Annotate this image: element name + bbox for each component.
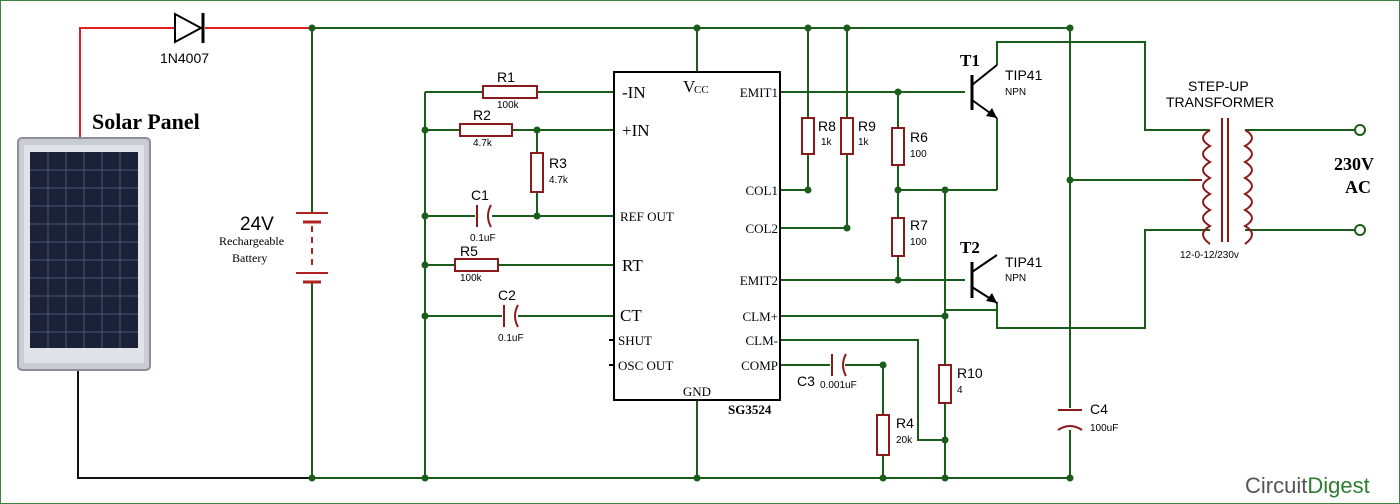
r7-name: R7 — [910, 217, 928, 233]
r9-name: R9 — [858, 118, 876, 134]
c2-name: C2 — [498, 287, 516, 303]
t2-model: TIP41 — [1005, 254, 1043, 270]
transformer-title-line1: STEP-UP — [1188, 78, 1249, 94]
diode-symbol — [174, 12, 205, 44]
resistor-r10 — [938, 364, 952, 404]
pin-comp: COMP — [741, 358, 778, 373]
t1-type: NPN — [1005, 87, 1026, 98]
r10-name: R10 — [957, 365, 983, 381]
c3-value: 0.001uF — [820, 380, 857, 391]
transformer-title-line2: TRANSFORMER — [1166, 94, 1274, 110]
pin-gnd: GND — [683, 384, 711, 399]
output-type: AC — [1345, 177, 1371, 197]
c2-value: 0.1uF — [498, 333, 524, 344]
sg3524-ic-body — [613, 71, 781, 401]
battery-voltage: 24V — [240, 214, 274, 235]
transformer-symbol — [1190, 118, 1253, 245]
solar-panel-icon — [17, 137, 151, 371]
svg-text:CC: CC — [694, 84, 709, 96]
r8-name: R8 — [818, 118, 836, 134]
r1-name: R1 — [497, 69, 515, 85]
r2-name: R2 — [473, 107, 491, 123]
resistor-r3 — [530, 152, 544, 193]
r5-value: 100k — [460, 273, 483, 284]
c4-value: 100uF — [1090, 423, 1118, 434]
t1-model: TIP41 — [1005, 67, 1043, 83]
pin-minus-in: -IN — [622, 83, 646, 102]
r7-value: 100 — [910, 237, 927, 248]
r3-value: 4.7k — [549, 175, 569, 186]
battery-label-line1: Rechargeable — [219, 234, 284, 248]
r10-value: 4 — [957, 385, 963, 396]
capacitor-c4 — [1057, 409, 1083, 431]
r5-name: R5 — [460, 243, 478, 259]
ic-name: SG3524 — [728, 402, 772, 417]
resistor-r4 — [876, 414, 890, 456]
junction-dots — [308, 24, 1074, 482]
battery-symbol — [296, 212, 328, 284]
pin-shut: SHUT — [618, 333, 652, 348]
pin-emit1: EMIT1 — [740, 85, 778, 100]
transistor-t2 — [970, 254, 998, 304]
t2-name: T2 — [960, 238, 980, 257]
c4-name: C4 — [1090, 401, 1108, 417]
solar-panel-label: Solar Panel — [92, 109, 200, 134]
c1-name: C1 — [471, 187, 489, 203]
pin-clm-plus: CLM+ — [742, 309, 778, 324]
r2-value: 4.7k — [473, 138, 493, 149]
r8-value: 1k — [821, 137, 833, 148]
svg-text:CircuitDigest: CircuitDigest — [1245, 473, 1370, 498]
capacitor-c1 — [476, 204, 492, 228]
pin-osc-out: OSC OUT — [618, 358, 673, 373]
t2-type: NPN — [1005, 273, 1026, 284]
pin-clm-minus: CLM- — [746, 333, 779, 348]
resistor-r9 — [840, 117, 854, 155]
capacitor-c3 — [831, 353, 847, 377]
c3-name: C3 — [797, 373, 815, 389]
resistor-r2 — [459, 123, 513, 137]
c1-value: 0.1uF — [470, 233, 496, 244]
transformer-rating: 12-0-12/230v — [1180, 250, 1239, 261]
pin-ref-out: REF OUT — [620, 209, 674, 224]
pin-col1: COL1 — [746, 183, 779, 198]
r4-name: R4 — [896, 415, 914, 431]
battery-label-line2: Battery — [232, 251, 267, 265]
r6-value: 100 — [910, 149, 927, 160]
r6-name: R6 — [910, 129, 928, 145]
resistor-r1 — [482, 85, 538, 99]
pin-emit2: EMIT2 — [740, 273, 778, 288]
output-terminal-bottom — [1354, 224, 1366, 236]
vcc-label: V CC — [683, 77, 709, 96]
t1-name: T1 — [960, 51, 980, 70]
diode-label: 1N4007 — [160, 50, 209, 66]
pin-ct: CT — [620, 306, 642, 325]
brand-logo: CircuitDigest — [1245, 473, 1370, 498]
pin-rt: RT — [622, 256, 643, 275]
svg-text:V: V — [683, 77, 696, 96]
pin-col2: COL2 — [746, 221, 779, 236]
transistor-t1 — [970, 64, 998, 119]
r9-value: 1k — [858, 137, 870, 148]
r4-value: 20k — [896, 435, 913, 446]
pin-plus-in: +IN — [622, 121, 650, 140]
resistor-r7 — [891, 217, 905, 257]
r1-value: 100k — [497, 100, 520, 111]
resistor-r8 — [801, 117, 815, 155]
resistor-r5 — [454, 258, 499, 272]
resistor-r6 — [891, 127, 905, 166]
output-voltage: 230V — [1334, 154, 1374, 174]
output-terminal-top — [1354, 124, 1366, 136]
r3-name: R3 — [549, 155, 567, 171]
capacitor-c2 — [503, 304, 519, 328]
